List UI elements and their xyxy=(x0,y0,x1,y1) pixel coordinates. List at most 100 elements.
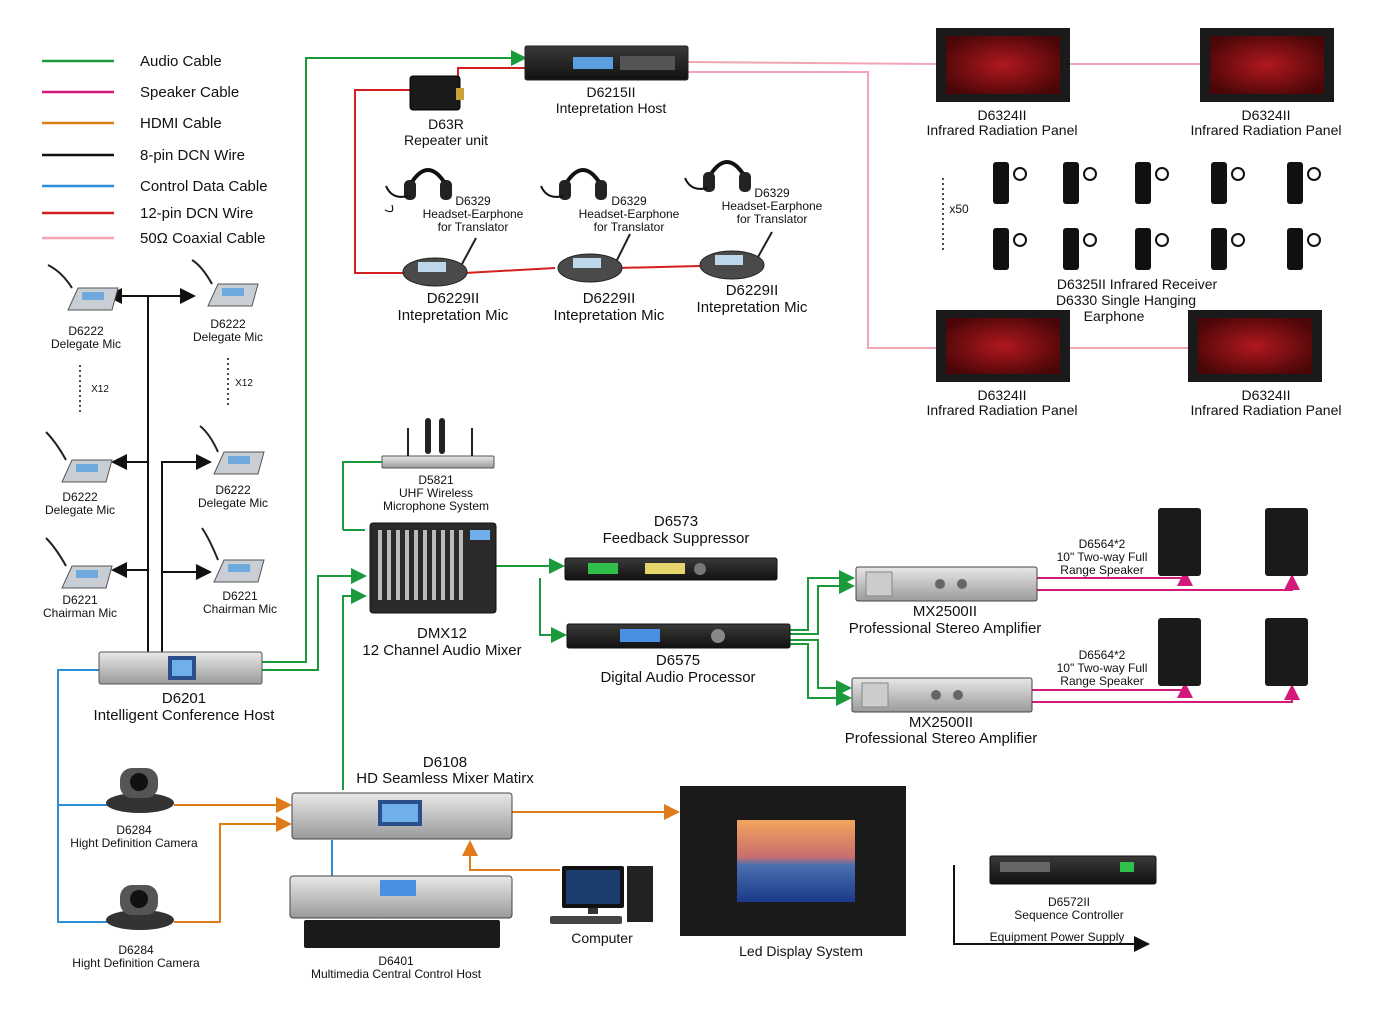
legend-item-8pin: 8-pin DCN Wire xyxy=(42,147,245,164)
d6229-interpretation-mic-1: D6229II Intepretation Mic xyxy=(398,237,509,324)
device-model: D6221 xyxy=(222,589,258,603)
device-model: D6324II xyxy=(977,387,1026,403)
d6324-ir-panel-4: D6324II Infrared Radiation Panel xyxy=(1188,310,1342,418)
device-model: D6201 xyxy=(162,690,206,707)
device-name: Hight Definition Camera xyxy=(72,956,200,970)
device-name: HD Seamless Mixer Matirx xyxy=(356,770,534,787)
device-name: Infrared Radiation Panel xyxy=(927,122,1078,138)
receiver-label-2: D6330 Single Hanging xyxy=(1056,292,1196,308)
legend-item-speaker: Speaker Cable xyxy=(42,84,239,101)
device-model: D6573 xyxy=(654,513,698,530)
d6222-delegate-mic-3: D6222 Delegate Mic xyxy=(45,431,115,517)
device-model: D6329 xyxy=(611,194,647,208)
device-model: D6575 xyxy=(656,652,700,669)
legend-label: 50Ω Coaxial Cable xyxy=(140,230,265,247)
device-name: Professional Stereo Amplifier xyxy=(849,620,1042,637)
d6229-interpretation-mic-2: D6229II Intepretation Mic xyxy=(554,233,665,324)
device-model: D6222 xyxy=(68,324,104,338)
device-name: Delegate Mic xyxy=(45,503,115,517)
device-model: DMX12 xyxy=(417,625,467,642)
device-model: D6564*2 xyxy=(1079,537,1126,551)
legend-item-hdmi: HDMI Cable xyxy=(42,115,222,132)
device-name: Computer xyxy=(571,930,633,946)
device-model: D5821 xyxy=(418,473,454,487)
device-name: Intepretation Mic xyxy=(697,299,808,316)
mx2500-amplifier-2: MX2500II Professional Stereo Amplifier xyxy=(845,677,1037,747)
device-model: MX2500II xyxy=(909,714,973,731)
device-model: D6221 xyxy=(62,593,98,607)
device-model: MX2500II xyxy=(913,603,977,620)
x12-right: X12 xyxy=(227,358,253,408)
device-model: D6329 xyxy=(754,186,790,200)
d6329-headset-1: D6329 Headset-Earphone for Translator xyxy=(384,168,524,234)
legend-label: HDMI Cable xyxy=(140,115,222,132)
device-name: Delegate Mic xyxy=(198,496,268,510)
device-name: Infrared Radiation Panel xyxy=(927,402,1078,418)
device-model: D6401 xyxy=(378,954,414,968)
device-name: Intepretation Mic xyxy=(398,307,509,324)
d6325-receivers: x50 D6325II Infrared Receiver D6330 Sing… xyxy=(942,162,1321,324)
d5821-uhf-wireless: D5821 UHF Wireless Microphone System xyxy=(381,418,495,513)
device-name: Headset-Earphone xyxy=(722,199,823,213)
device-name: Delegate Mic xyxy=(193,330,263,344)
d63r-repeater-unit: D63R Repeater unit xyxy=(404,75,488,148)
device-model: D6229II xyxy=(726,282,779,299)
mx2500-amplifier-1: MX2500II Professional Stereo Amplifier xyxy=(849,566,1042,637)
device-model: D6229II xyxy=(583,290,636,307)
device-name: Sequence Controller xyxy=(1014,908,1123,922)
device-name: Digital Audio Processor xyxy=(600,669,755,686)
device-model: D6572II xyxy=(1048,895,1090,909)
device-model: D6222 xyxy=(62,490,98,504)
device-name: Feedback Suppressor xyxy=(603,530,750,547)
led-display-system: Led Display System xyxy=(680,786,906,959)
device-name: UHF Wireless xyxy=(399,486,473,500)
device-name: Infrared Radiation Panel xyxy=(1191,122,1342,138)
legend-item-audio: Audio Cable xyxy=(42,53,222,70)
device-sub: Range Speaker xyxy=(1060,674,1143,688)
device-model: D6564*2 xyxy=(1079,648,1126,662)
d6401-central-control-host: D6401 Multimedia Central Control Host xyxy=(289,875,513,981)
legend-item-coax: 50Ω Coaxial Cable xyxy=(42,230,265,247)
device-name: 10" Two-way Full xyxy=(1057,550,1148,564)
device-name: Delegate Mic xyxy=(51,337,121,351)
device-sub: Equipment Power Supply xyxy=(990,930,1125,944)
d6108-hd-matrix: D6108 HD Seamless Mixer Matirx xyxy=(291,754,534,840)
device-model: D6222 xyxy=(210,317,246,331)
d6215-interpretation-host: D6215II Intepretation Host xyxy=(524,45,689,116)
legend-item-control: Control Data Cable xyxy=(42,178,268,195)
device-name: Intepretation Host xyxy=(556,100,667,116)
device-model: D6215II xyxy=(586,84,635,100)
legend-label: 8-pin DCN Wire xyxy=(140,147,245,164)
legend-item-12pin: 12-pin DCN Wire xyxy=(42,205,253,222)
d6573-feedback-suppressor: D6573 Feedback Suppressor xyxy=(564,513,778,581)
x12-left: X12 xyxy=(79,365,109,414)
d6575-digital-audio-processor: D6575 Digital Audio Processor xyxy=(566,623,791,686)
device-sub: for Translator xyxy=(438,220,509,234)
device-name: Headset-Earphone xyxy=(579,207,680,221)
device-name: Intelligent Conference Host xyxy=(94,707,276,724)
d6329-headset-3: D6329 Headset-Earphone for Translator xyxy=(684,160,823,226)
repeat-count: X12 xyxy=(235,378,253,389)
d6564-speakers-2: D6564*2 10" Two-way Full Range Speaker xyxy=(1057,618,1308,688)
device-model: D6324II xyxy=(1241,107,1290,123)
device-sub: Range Speaker xyxy=(1060,563,1143,577)
device-model: D6324II xyxy=(1241,387,1290,403)
device-name: Hight Definition Camera xyxy=(70,836,198,850)
d6201-conference-host: D6201 Intelligent Conference Host xyxy=(94,651,276,724)
d6222-delegate-mic-4: D6222 Delegate Mic xyxy=(198,425,268,510)
legend-label: Audio Cable xyxy=(140,53,222,70)
d6229-interpretation-mic-3: D6229II Intepretation Mic xyxy=(697,231,808,316)
d6222-delegate-mic-1: D6222 Delegate Mic xyxy=(47,264,121,351)
d6324-ir-panel-1: D6324II Infrared Radiation Panel xyxy=(927,28,1078,138)
device-model: D63R xyxy=(428,116,464,132)
device-name: 12 Channel Audio Mixer xyxy=(362,642,521,659)
d6221-chairman-mic-1: D6221 Chairman Mic xyxy=(43,537,117,620)
receiver-label-3: Earphone xyxy=(1084,308,1145,324)
device-name: Intepretation Mic xyxy=(554,307,665,324)
device-name: Multimedia Central Control Host xyxy=(311,967,482,981)
device-sub: Microphone System xyxy=(383,499,489,513)
d6329-headset-2: D6329 Headset-Earphone for Translator xyxy=(540,168,680,234)
legend-label: 12-pin DCN Wire xyxy=(140,205,253,222)
d6572-sequence-controller: D6572II Sequence Controller Equipment Po… xyxy=(989,855,1157,944)
cables xyxy=(57,50,1300,952)
